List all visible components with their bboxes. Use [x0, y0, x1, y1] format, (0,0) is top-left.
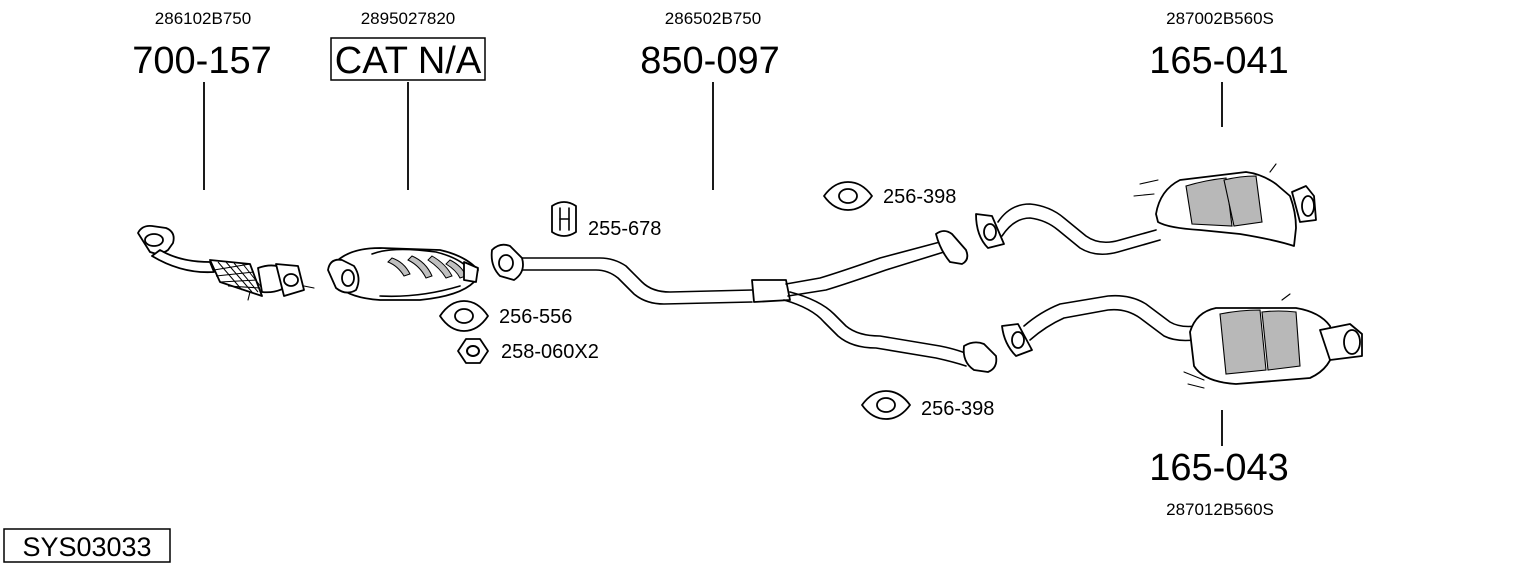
oem-number-centre-pipe: 286502B750	[665, 9, 761, 28]
accessory-label-gasket-front: 256-556	[499, 306, 572, 328]
part-number-rear-silencer-upper: 165-041	[1149, 40, 1288, 82]
part-number-catalytic-converter: CAT N/A	[335, 40, 482, 82]
part-number-rear-silencer-lower: 165-043	[1149, 447, 1288, 489]
accessory-label-gasket-upper: 256-398	[883, 186, 956, 208]
rear-silencer-upper-drawing	[975, 163, 1317, 256]
accessory-label-nut: 258-060X2	[501, 341, 599, 363]
part-number-box-catalytic-converter	[330, 37, 486, 81]
front-pipe-drawing	[137, 224, 315, 301]
oem-number-front-pipe: 286102B750	[155, 9, 251, 28]
gasket-icon	[823, 181, 873, 211]
centre-pipe-drawing	[490, 230, 998, 373]
oem-number-rear-silencer-upper: 287002B560S	[1166, 9, 1274, 28]
rear-silencer-lower-drawing	[1001, 293, 1363, 389]
nut-icon	[457, 338, 489, 364]
accessory-label-gasket-lower: 256-398	[921, 398, 994, 420]
hanger-icon	[551, 201, 577, 237]
accessory-label-hanger: 255-678	[588, 218, 661, 240]
part-number-centre-pipe: 850-097	[640, 40, 779, 82]
catalytic-converter-drawing	[327, 247, 479, 301]
oem-number-catalytic-converter: 2895027820	[361, 9, 456, 28]
gasket-icon	[439, 300, 489, 332]
oem-number-rear-silencer-lower: 287012B560S	[1166, 500, 1274, 519]
system-code-box	[3, 528, 171, 563]
system-code: SYS03033	[22, 532, 151, 562]
gasket-icon	[861, 390, 911, 420]
part-number-front-pipe: 700-157	[132, 40, 271, 82]
